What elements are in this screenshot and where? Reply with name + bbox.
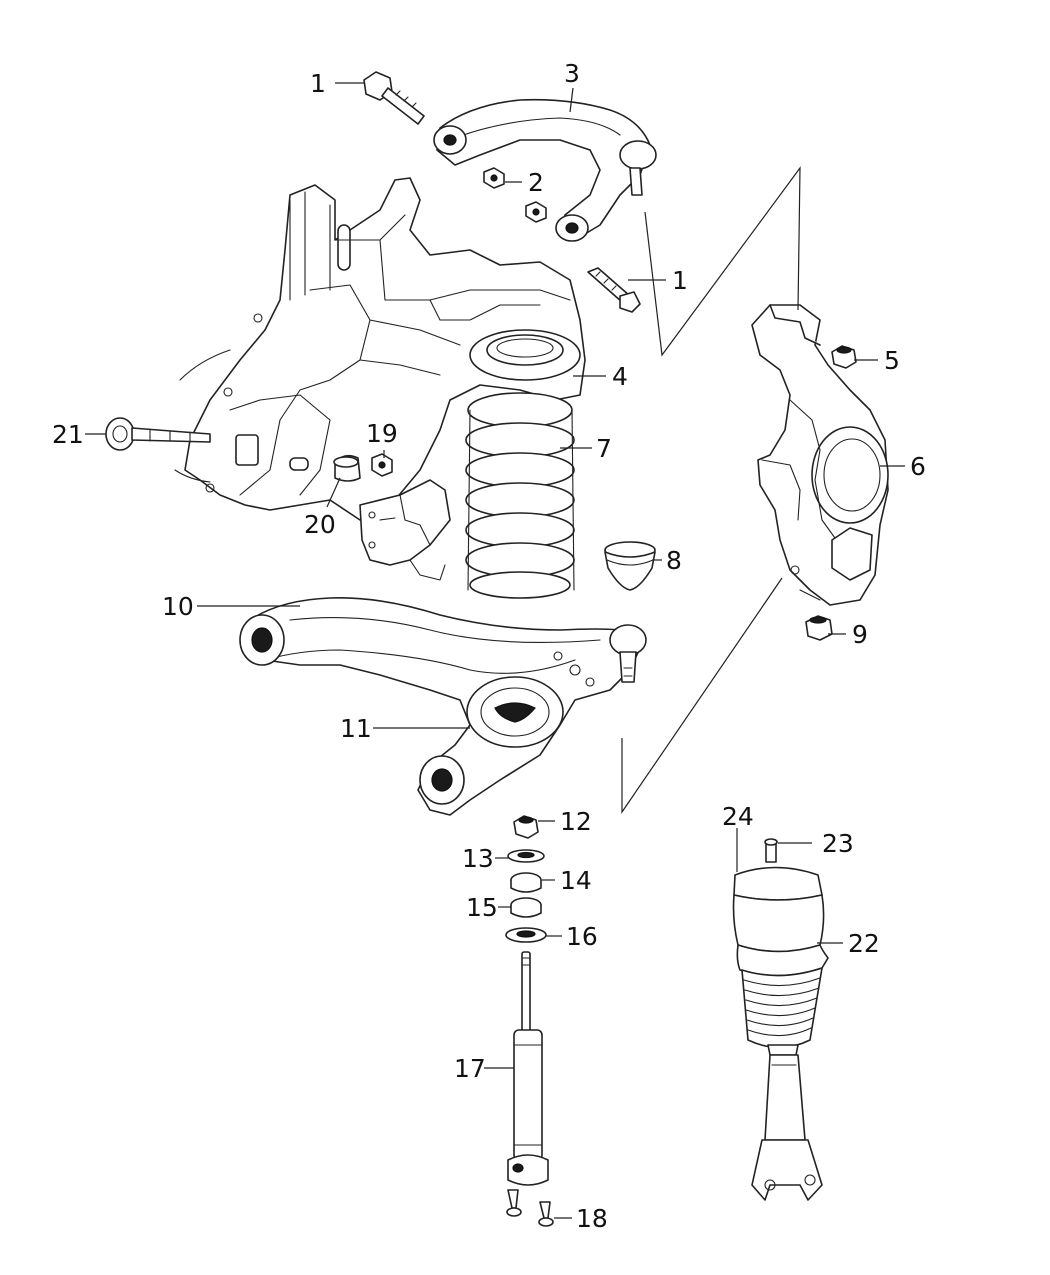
- jounce-bumper: [604, 541, 656, 591]
- callout-19: 19: [366, 419, 398, 448]
- callout-labels: 1 1 2 3 4 5 6 7 8 9 10 11 12 13 14 15 16…: [52, 59, 926, 1233]
- callout-12: 12: [560, 807, 592, 836]
- relationship-lines: [621, 166, 801, 814]
- callout-2: 2: [528, 168, 544, 197]
- frame-crossmember: [174, 177, 586, 581]
- callout-11: 11: [340, 714, 372, 743]
- callout-3: 3: [564, 59, 580, 88]
- callout-23: 23: [822, 829, 854, 858]
- air-spring-strut: [732, 838, 829, 1201]
- shock-absorber: [507, 951, 549, 1186]
- callout-21: 21: [52, 420, 84, 449]
- bolt-upper-arm-front: [363, 71, 425, 125]
- lower-control-arm: [239, 597, 647, 816]
- callout-5: 5: [884, 346, 900, 375]
- callout-20: 20: [304, 510, 336, 539]
- callout-6: 6: [910, 452, 926, 481]
- callout-9: 9: [852, 620, 868, 649]
- callout-1-lower: 1: [672, 266, 688, 295]
- spring-isolator: [469, 329, 581, 381]
- upper-arm-nuts: [483, 167, 547, 223]
- shock-washer-lower: [505, 927, 547, 943]
- coil-spring: [465, 392, 575, 599]
- callout-24: 24: [722, 802, 754, 831]
- callout-4: 4: [612, 362, 628, 391]
- leader-lines: [85, 82, 905, 1219]
- callout-22: 22: [848, 929, 880, 958]
- shock-lower-bolts: [506, 1189, 554, 1227]
- knuckle-nut-lower: [805, 615, 833, 641]
- knuckle-nut-upper: [831, 345, 857, 369]
- upper-control-arm: [433, 98, 657, 242]
- callout-18: 18: [576, 1204, 608, 1233]
- callout-14: 14: [560, 866, 592, 895]
- shock-insulator-upper: [510, 872, 542, 893]
- bolt-upper-arm-rear: [587, 267, 641, 313]
- shock-washer-upper: [507, 849, 545, 863]
- callout-13: 13: [462, 844, 494, 873]
- callout-15: 15: [466, 893, 498, 922]
- callout-10: 10: [162, 592, 194, 621]
- cam-bolt: [105, 417, 211, 451]
- steering-knuckle: [751, 304, 889, 606]
- callout-1-upper: 1: [310, 69, 326, 98]
- callout-16: 16: [566, 922, 598, 951]
- shock-insulator-lower: [510, 897, 542, 918]
- bushing-and-nut: [333, 453, 393, 482]
- callout-7: 7: [596, 434, 612, 463]
- callout-17: 17: [454, 1054, 486, 1083]
- callout-8: 8: [666, 546, 682, 575]
- shock-nut: [513, 815, 539, 839]
